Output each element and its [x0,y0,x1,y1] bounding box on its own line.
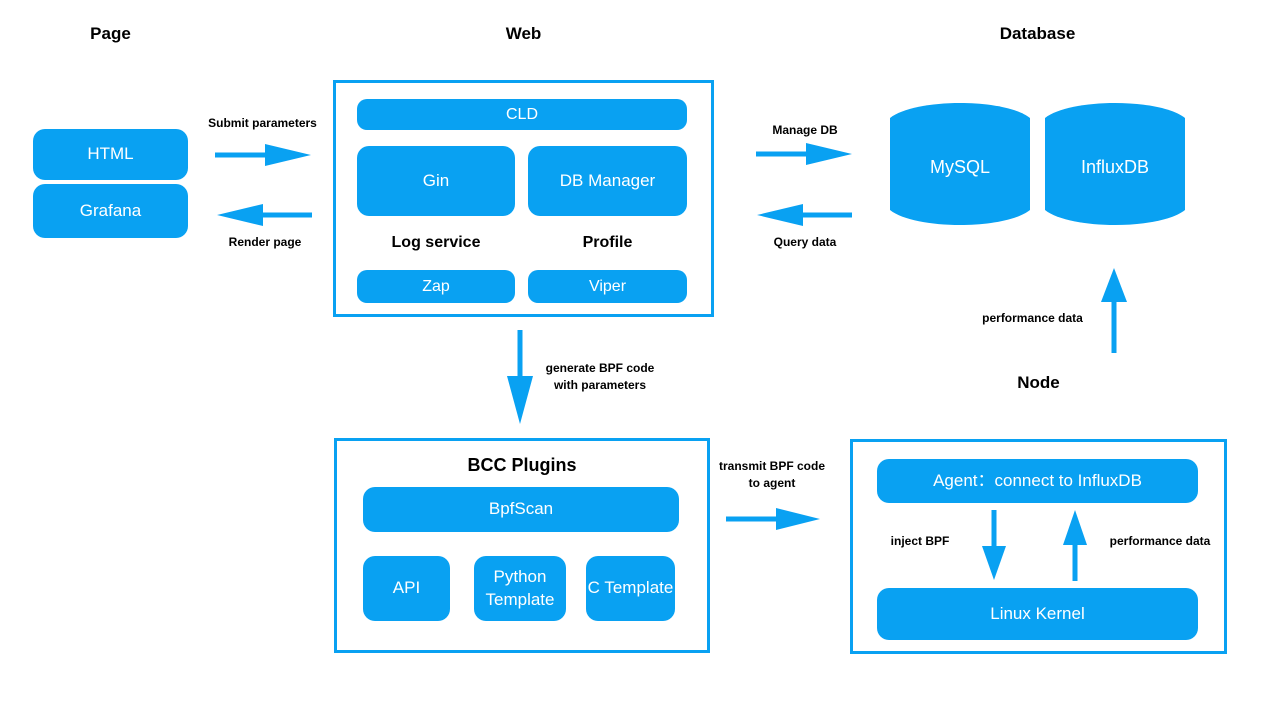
generate-bpf-label: generate BPF code with parameters [540,360,660,394]
python-template-node: Python Template [474,556,566,621]
transmit-bpf-label-line2: to agent [748,476,796,490]
generate-bpf-label-line2: with parameters [553,378,647,392]
query-data-arrow-icon [757,204,852,226]
transmit-bpf-label-line1: transmit BPF code [718,459,826,473]
viper-node: Viper [528,270,687,303]
transmit-bpf-label: transmit BPF code to agent [712,458,832,492]
api-node: API [363,556,450,621]
linux-kernel-node: Linux Kernel [877,588,1198,640]
database-cylinder-icon [890,103,1030,225]
gin-node: Gin [357,146,515,216]
inject-bpf-arrow-icon [982,510,1006,580]
performance-data-up-arrow-icon [1101,268,1127,353]
database-cylinder-icon [1045,103,1185,225]
inject-bpf-label: inject BPF [890,534,950,548]
generate-bpf-label-line1: generate BPF code [545,361,655,375]
generate-bpf-arrow-icon [507,330,533,424]
mysql-label: MySQL [929,156,990,177]
performance-data-to-agent-arrow-icon [1063,510,1087,581]
manage-db-arrow-icon [756,143,852,165]
database-section-heading: Database [999,24,1076,43]
html-node: HTML [33,129,188,180]
cld-node: CLD [357,99,687,130]
influxdb-database: InfluxDB [1045,100,1185,228]
transmit-bpf-arrow-icon [726,508,820,530]
manage-db-label: Manage DB [772,123,838,137]
node-section-heading: Node [1017,373,1060,392]
grafana-node: Grafana [33,184,188,238]
query-data-label: Query data [773,235,837,249]
influxdb-label: InfluxDB [1080,156,1150,177]
performance-data-to-db-label: performance data [982,311,1083,325]
performance-data-to-agent-label: performance data [1109,534,1211,548]
bpfscan-node: BpfScan [363,487,679,532]
agent-node: Agent：connect to InfluxDB [877,459,1198,503]
bcc-plugins-title: BCC Plugins [467,455,577,475]
web-section-heading: Web [505,24,542,43]
page-section-heading: Page [90,24,131,43]
zap-node: Zap [357,270,515,303]
profile-label: Profile [582,234,633,251]
db-manager-node: DB Manager [528,146,687,216]
c-template-node: C Template [586,556,675,621]
log-service-label: Log service [391,234,481,251]
mysql-database: MySQL [890,100,1030,228]
render-page-label: Render page [228,235,302,249]
render-page-arrow-icon [217,204,312,226]
submit-parameters-arrow-icon [215,144,311,166]
submit-parameters-label: Submit parameters [208,116,317,130]
